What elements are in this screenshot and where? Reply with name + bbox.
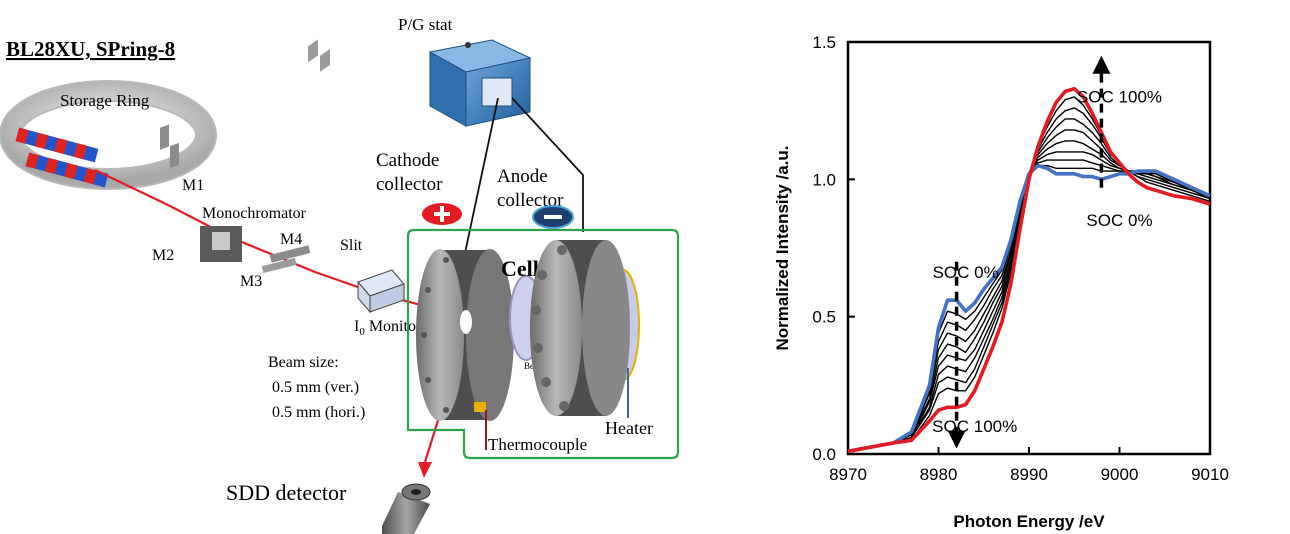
- series-line-7: [847, 107, 1211, 452]
- monochromator-label: Monochromator: [202, 205, 307, 222]
- soc-arrow-head-1: [947, 430, 966, 449]
- slit-label: Slit: [340, 237, 363, 254]
- be-label: Be: [524, 361, 534, 371]
- soc-annotation: SOC 100%: [1077, 87, 1162, 106]
- mirror-m3: [261, 257, 297, 273]
- x-tick-label: 9010: [1191, 465, 1229, 484]
- series-line-6: [847, 118, 1211, 452]
- cathode-disk: [416, 249, 514, 421]
- m3-label: M3: [240, 273, 262, 290]
- beamline-title: BL28XU, SPring-8: [6, 37, 175, 61]
- cathode-label-line2: collector: [376, 174, 443, 195]
- x-axis-label: Photon Energy /eV: [953, 512, 1105, 531]
- y-tick-label: 0.0: [812, 445, 836, 464]
- y-tick-label: 1.0: [812, 170, 836, 189]
- beam-size-hori: 0.5 mm (hori.): [272, 404, 365, 421]
- sdd-detector-label: SDD detector: [226, 480, 347, 505]
- anode-wire: [511, 97, 584, 232]
- soc-annotation: SOC 0%: [933, 263, 999, 282]
- beam-size-title: Beam size:: [268, 354, 339, 371]
- series-layer: [847, 86, 1211, 454]
- sdd-detector: [382, 483, 431, 534]
- cathode-label-line1: Cathode: [376, 150, 439, 171]
- slit: [308, 39, 330, 72]
- x-tick-label: 8970: [829, 465, 867, 484]
- beam-size-ver: 0.5 mm (ver.): [272, 379, 359, 396]
- mirror-m4: [269, 245, 311, 263]
- series-line-3: [847, 151, 1211, 452]
- beamline-diagram: BL28XU, SPring-8 Storage Ring: [0, 15, 680, 534]
- monochromator: [200, 226, 242, 262]
- series-line-9: [847, 86, 1211, 454]
- series-line-2: [847, 159, 1211, 452]
- soc-annotation: SOC 100%: [932, 417, 1017, 436]
- series-line-8: [847, 96, 1211, 452]
- i0-monitor-label: I0 Monitor: [354, 318, 422, 338]
- storage-ring: [0, 80, 217, 190]
- pg-stat-label: P/G stat: [398, 15, 453, 34]
- soc-annotation: SOC 0%: [1086, 211, 1152, 230]
- x-tick-label: 8980: [920, 465, 958, 484]
- y-axis-label: Normalized Intensity /a.u.: [773, 146, 792, 351]
- m4-label: M4: [280, 231, 302, 248]
- mirror-m1: [160, 124, 169, 150]
- i0-monitor: [357, 269, 405, 314]
- xanes-chart: 0.0 0.5 1.0 1.5 8970 8980 8990 9000 9010 SOC 10…: [773, 33, 1229, 531]
- x-axis: 8970 8980 8990 9000 9010: [829, 447, 1229, 484]
- y-tick-label: 1.5: [812, 33, 836, 52]
- annotation-layer: SOC 100% SOC 0% SOC 0% SOC 100%: [932, 87, 1162, 436]
- thermocouple-label: Thermocouple: [488, 435, 587, 454]
- y-axis: 0.0 0.5 1.0 1.5: [812, 33, 855, 464]
- soc-arrow-head-0: [1092, 55, 1111, 74]
- m1-label: M1: [182, 177, 204, 194]
- m2-label: M2: [152, 247, 174, 264]
- arrow-layer: [947, 55, 1111, 449]
- mirror-m2: [170, 142, 179, 169]
- plus-icon: [422, 203, 462, 225]
- potentiostat: [428, 39, 532, 127]
- beam-arrow-head: [418, 462, 432, 478]
- heater-label: Heater: [605, 418, 653, 438]
- anode-disk: [530, 240, 640, 416]
- cell-enclosure: [406, 228, 680, 460]
- series-line-1: [847, 164, 1211, 452]
- series-line-0: [847, 163, 1211, 454]
- magnet-array-upper: [15, 127, 99, 163]
- minus-icon: [532, 205, 574, 229]
- cell-label: Cell: [501, 256, 539, 281]
- magnet-array-lower: [25, 152, 109, 188]
- x-tick-label: 9000: [1101, 465, 1139, 484]
- anode-label-line1: Anode: [497, 166, 548, 187]
- storage-ring-label: Storage Ring: [60, 91, 150, 110]
- y-tick-label: 0.5: [812, 308, 836, 327]
- x-tick-label: 8990: [1010, 465, 1048, 484]
